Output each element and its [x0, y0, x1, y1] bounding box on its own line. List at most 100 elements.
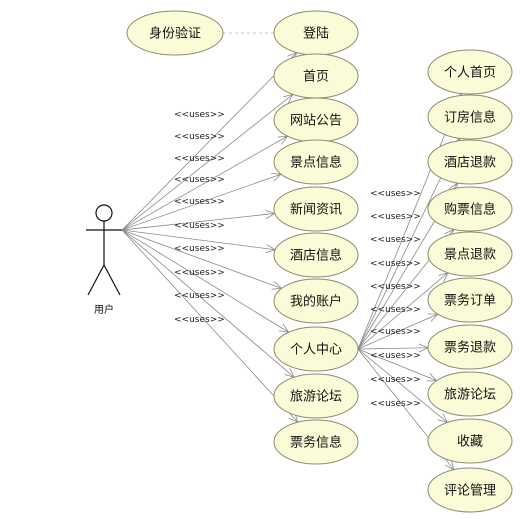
use-case-main-7[interactable]: 个人中心 [273, 326, 359, 372]
use-case-main-6[interactable]: 我的账户 [273, 278, 359, 324]
use-case-sub-5[interactable]: 票务订单 [427, 277, 513, 323]
use-case-sub-0[interactable]: 个人首页 [427, 49, 513, 95]
use-case-auth-shape [126, 10, 224, 56]
uses-label-sub-1: <<uses>> [370, 212, 421, 222]
use-case-main-6-label: 我的账户 [290, 294, 342, 310]
use-case-main-9-shape [273, 419, 359, 465]
uses-label-main-4: <<uses>> [174, 197, 225, 207]
assoc-user-to-main-9 [121, 229, 299, 423]
use-case-sub-8-shape [427, 418, 513, 464]
use-case-sub-1-shape [427, 94, 513, 140]
use-case-main-7-label: 个人中心 [290, 343, 342, 358]
assoc-user-to-main-1 [121, 94, 294, 231]
uses-label-main-0: <<uses>> [174, 110, 225, 120]
assoc-user-to-main-5 [121, 229, 276, 251]
use-case-main-4-shape [273, 186, 359, 232]
assoc-center-to-sub-8 [357, 348, 448, 423]
use-case-main-6-shape [273, 278, 359, 324]
uses-labels: <<uses>> <<uses>> <<uses>> <<uses>> <<uses>>… [174, 110, 421, 409]
assoc-user-to-main-8 [121, 229, 295, 378]
use-case-sub-4[interactable]: 景点退款 [427, 231, 513, 277]
assoc-center-to-sub-5 [357, 313, 438, 350]
actor-right-leg [103, 264, 121, 296]
use-case-main-3-shape [273, 139, 359, 185]
use-case-auth[interactable]: 身份验证 [126, 10, 224, 56]
use-case-main-3-label: 景点信息 [290, 155, 342, 171]
actor-user[interactable]: 用户 [86, 204, 122, 316]
use-case-main-9[interactable]: 票务信息 [273, 419, 359, 465]
assoc-center-to-sub-0 [357, 93, 462, 350]
uses-label-sub-9: <<uses>> [370, 399, 421, 409]
use-case-sub-1-label: 订房信息 [444, 110, 496, 126]
assoc-user-to-main-3 [121, 173, 282, 231]
use-case-auth-label: 身份验证 [149, 26, 201, 42]
use-case-sub-9-shape [427, 467, 513, 513]
use-case-main-1-label: 首页 [303, 70, 329, 85]
actor-head [95, 204, 113, 222]
use-case-sub-9-label: 评论管理 [444, 484, 496, 499]
use-case-main-4[interactable]: 新闻资讯 [273, 186, 359, 232]
uses-label-sub-8: <<uses>> [370, 375, 421, 385]
use-case-sub-5-shape [427, 277, 513, 323]
use-case-main-5[interactable]: 酒店信息 [273, 232, 359, 278]
use-case-sub-9[interactable]: 评论管理 [427, 467, 513, 513]
use-case-main-5-shape [273, 232, 359, 278]
use-cases: 身份验证 登陆首页网站公告景点信息新闻资讯酒店信息我的账户个人中心旅游论坛票务信息… [126, 10, 513, 513]
use-case-sub-3[interactable]: 购票信息 [427, 186, 513, 232]
uses-label-main-8: <<uses>> [174, 291, 225, 301]
use-case-main-5-label: 酒店信息 [290, 248, 342, 264]
use-case-main-1[interactable]: 首页 [273, 53, 359, 99]
use-case-sub-3-shape [427, 186, 513, 232]
use-case-sub-5-label: 票务订单 [444, 293, 496, 309]
uses-label-sub-5: <<uses>> [370, 305, 421, 315]
assoc-user-to-main-4 [121, 213, 275, 231]
use-case-sub-2-label: 酒店退款 [444, 156, 496, 171]
use-case-sub-0-shape [427, 49, 513, 95]
use-case-sub-3-label: 购票信息 [444, 202, 496, 218]
assoc-center-to-sub-6 [357, 347, 429, 350]
use-case-sub-2-shape [427, 139, 513, 185]
use-case-main-4-label: 新闻资讯 [290, 202, 342, 218]
uses-label-sub-3: <<uses>> [370, 259, 421, 269]
use-case-sub-7-label: 旅游论坛 [444, 388, 496, 403]
use-case-main-3[interactable]: 景点信息 [273, 139, 359, 185]
use-case-sub-4-label: 景点退款 [444, 248, 496, 263]
uses-label-sub-4: <<uses>> [370, 282, 421, 292]
use-case-sub-0-label: 个人首页 [444, 66, 496, 81]
uses-label-main-7: <<uses>> [174, 268, 225, 278]
uses-label-sub-0: <<uses>> [370, 189, 421, 199]
use-case-main-8-shape [273, 373, 359, 419]
use-case-sub-8[interactable]: 收藏 [427, 418, 513, 464]
assoc-user-to-main-2 [121, 135, 288, 231]
use-case-sub-7[interactable]: 旅游论坛 [427, 371, 513, 417]
use-case-sub-8-label: 收藏 [457, 435, 483, 450]
uses-label-sub-2: <<uses>> [370, 235, 421, 245]
assoc-user-to-main-0 [121, 52, 298, 231]
use-case-main-0[interactable]: 登陆 [273, 10, 359, 56]
assoc-user-to-main-6 [121, 229, 282, 289]
uses-label-main-5: <<uses>> [174, 221, 225, 231]
use-case-sub-6[interactable]: 票务退款 [427, 324, 513, 370]
actor-label: 用户 [94, 303, 114, 316]
use-case-main-2[interactable]: 网站公告 [273, 97, 359, 143]
use-case-main-8[interactable]: 旅游论坛 [273, 373, 359, 419]
uses-label-main-9: <<uses>> [174, 315, 225, 325]
use-case-sub-4-shape [427, 231, 513, 277]
use-case-sub-6-shape [427, 324, 513, 370]
use-case-main-8-label: 旅游论坛 [290, 390, 342, 405]
use-case-sub-1[interactable]: 订房信息 [427, 94, 513, 140]
use-case-main-7-shape [273, 326, 359, 372]
use-case-main-2-label: 网站公告 [290, 114, 342, 129]
uses-label-main-3: <<uses>> [174, 175, 225, 185]
use-case-sub-2[interactable]: 酒店退款 [427, 139, 513, 185]
uses-label-main-2: <<uses>> [174, 154, 225, 164]
assoc-center-to-sub-7 [357, 348, 437, 381]
use-case-main-0-label: 登陆 [303, 26, 329, 42]
uses-label-sub-7: <<uses>> [370, 351, 421, 361]
use-case-main-9-label: 票务信息 [290, 435, 342, 451]
uses-label-sub-6: <<uses>> [370, 327, 421, 337]
use-case-sub-7-shape [427, 371, 513, 417]
actor-left-leg [87, 264, 105, 296]
use-case-sub-6-label: 票务退款 [444, 340, 496, 356]
